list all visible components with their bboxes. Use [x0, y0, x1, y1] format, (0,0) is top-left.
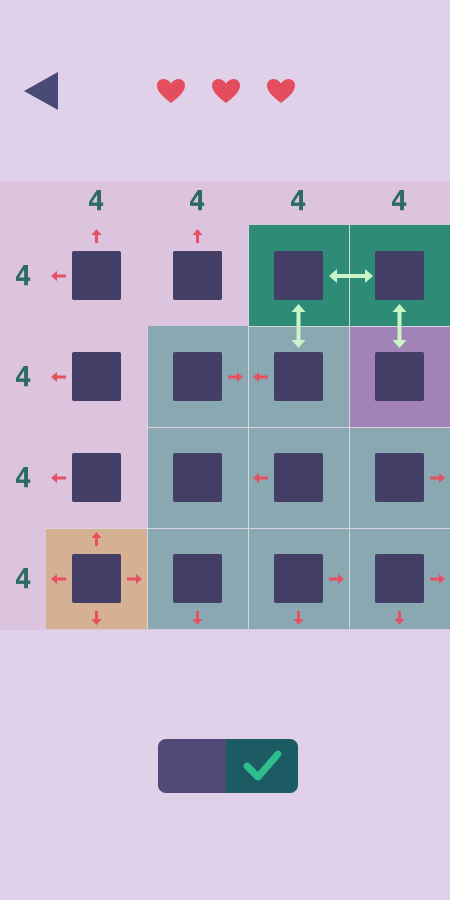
column-clue: 4: [289, 184, 307, 217]
cell-square: [72, 251, 121, 300]
row-clue: 4: [14, 461, 32, 494]
row-clue: 4: [14, 360, 32, 393]
heart-icon: [267, 79, 295, 103]
grid-line: [248, 326, 450, 327]
submit-button[interactable]: [226, 739, 298, 793]
cell-square: [72, 352, 121, 401]
cell-square: [173, 251, 222, 300]
cell-square: [375, 352, 424, 401]
cell-square: [274, 352, 323, 401]
grid-cell[interactable]: [46, 427, 147, 528]
column-clue: 4: [390, 184, 408, 217]
cell-square: [72, 554, 121, 603]
grid-cell[interactable]: [349, 427, 450, 528]
grid-cell[interactable]: [46, 326, 147, 427]
grid-line: [46, 528, 450, 529]
column-clue: 4: [87, 184, 105, 217]
grid-cell[interactable]: [248, 427, 349, 528]
grid-cell[interactable]: [46, 528, 147, 629]
grid-cell[interactable]: [248, 326, 349, 427]
grid-cell[interactable]: [349, 326, 450, 427]
cell-square: [173, 453, 222, 502]
row-clue: 4: [14, 562, 32, 595]
grid-line: [147, 326, 148, 629]
grid-cell[interactable]: [349, 225, 450, 326]
cell-square: [173, 554, 222, 603]
lives-indicator: [156, 78, 296, 104]
cell-square: [72, 453, 121, 502]
cell-square: [375, 251, 424, 300]
toggle-knob: [158, 739, 226, 793]
grid-cell[interactable]: [147, 528, 248, 629]
checkmark-icon: [243, 750, 282, 781]
row-clue: 4: [14, 259, 32, 292]
column-clue: 4: [188, 184, 206, 217]
grid-cell[interactable]: [248, 528, 349, 629]
heart-icon: [157, 79, 185, 103]
cell-square: [375, 453, 424, 502]
cell-square: [274, 554, 323, 603]
back-button[interactable]: [24, 72, 60, 110]
grid-cell[interactable]: [147, 427, 248, 528]
grid-cell[interactable]: [147, 326, 248, 427]
back-triangle-icon: [24, 72, 58, 110]
cell-square: [173, 352, 222, 401]
grid-line: [147, 427, 450, 428]
grid-cell[interactable]: [46, 225, 147, 326]
grid-cell[interactable]: [248, 225, 349, 326]
grid-cell[interactable]: [147, 225, 248, 326]
heart-icon: [212, 79, 240, 103]
submit-toggle[interactable]: [158, 739, 298, 793]
cell-square: [274, 453, 323, 502]
cell-square: [274, 251, 323, 300]
grid-cell[interactable]: [349, 528, 450, 629]
cell-square: [375, 554, 424, 603]
